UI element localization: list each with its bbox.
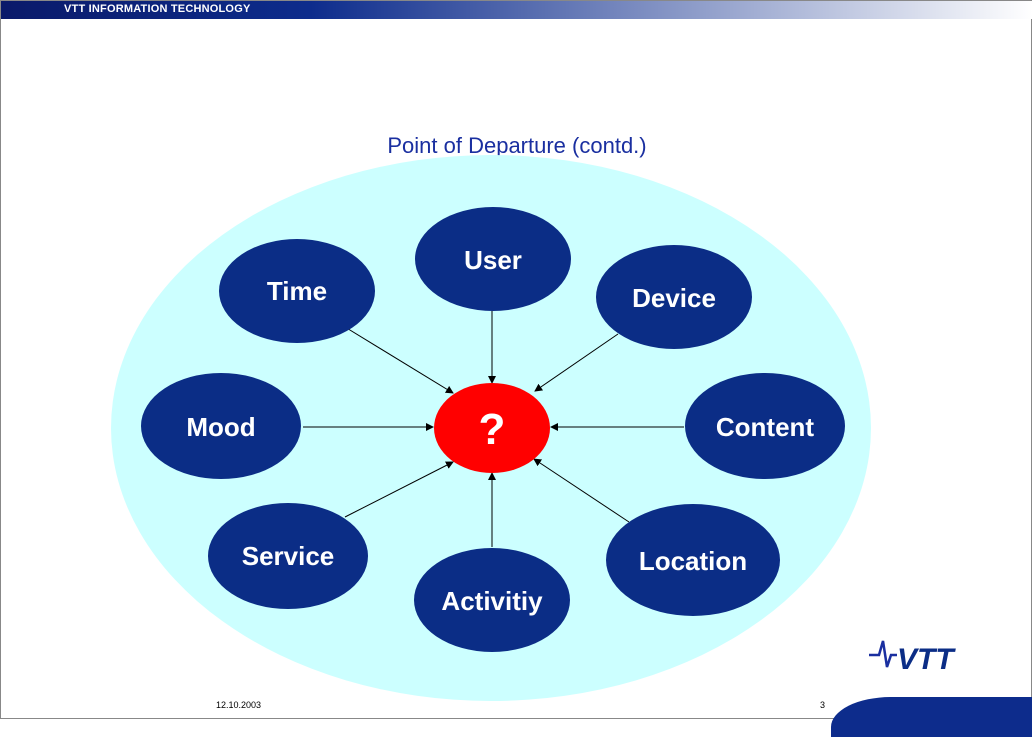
node-activity: Activitiy [414,548,570,652]
header-bar: VTT INFORMATION TECHNOLOGY [1,1,1032,19]
node-mood-ellipse [141,373,301,479]
center-label: ? [479,405,506,454]
arrow-device [534,333,619,392]
arrow-service [344,461,454,518]
node-user: User [415,207,571,311]
node-mood-label: Mood [186,412,255,442]
node-user-ellipse [415,207,571,311]
node-time: Time [219,239,375,343]
node-device-label: Device [632,283,716,313]
node-mood: Mood [141,373,301,479]
vtt-logo: VTT [867,635,997,676]
corner-decoration [831,697,1032,737]
node-content-label: Content [716,412,815,442]
node-location-label: Location [639,546,747,576]
header-title: VTT INFORMATION TECHNOLOGY [64,3,251,15]
vtt-pulse-logo-icon: VTT [869,640,956,676]
node-device: Device [596,245,752,349]
arrows [303,311,684,547]
footer-date: 12.10.2003 [216,700,262,710]
page-number: 3 [820,700,826,710]
node-service-ellipse [208,503,368,609]
node-time-label: Time [267,276,327,306]
logo-text: VTT [897,643,956,675]
node-time-ellipse [219,239,375,343]
arrow-location [533,458,630,523]
arrow-time [344,326,454,394]
concept-diagram: ? User Time Device Mood Content Service [111,155,871,701]
node-location: Location [606,504,780,616]
node-service-label: Service [242,541,335,571]
node-service: Service [208,503,368,609]
node-content-ellipse [685,373,845,479]
slide-title: Point of Departure (contd.) [387,133,647,158]
node-content: Content [685,373,845,479]
node-activity-label: Activitiy [441,586,543,616]
center-node: ? [434,383,550,473]
node-location-ellipse [606,504,780,616]
center-ellipse [434,383,550,473]
node-activity-ellipse [414,548,570,652]
node-device-ellipse [596,245,752,349]
node-user-label: User [464,245,522,275]
